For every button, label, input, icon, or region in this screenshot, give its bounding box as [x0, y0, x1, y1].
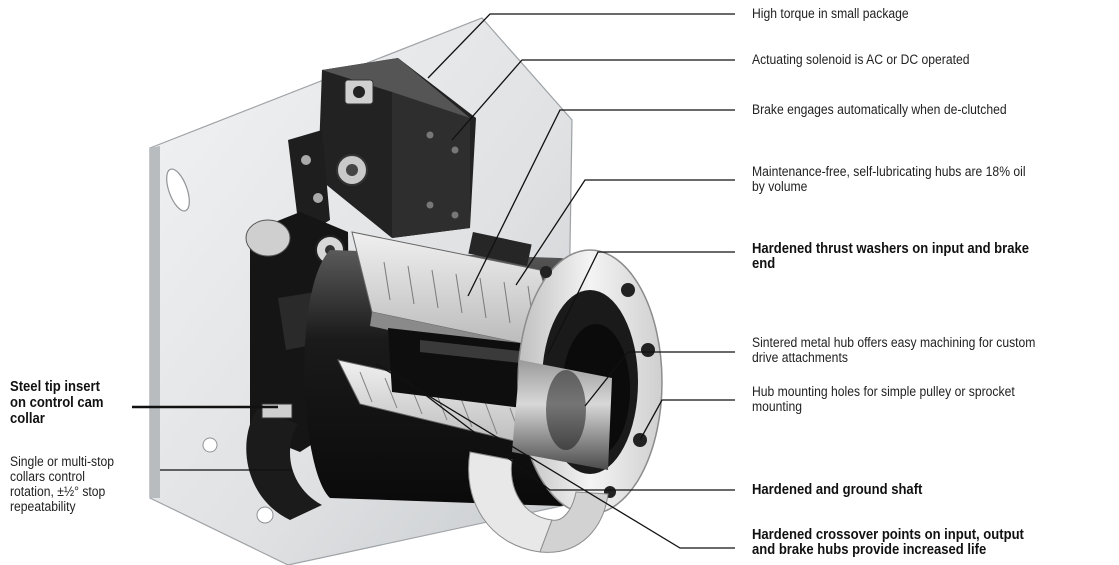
solenoid-block	[318, 58, 476, 238]
callout-sintered-line1: Sintered metal hub offers easy machining…	[752, 335, 1036, 350]
callout-crossover-line2: and brake hubs provide increased life	[752, 542, 987, 558]
leader-brake-engages	[467, 109, 735, 297]
callout-solenoid: Actuating solenoid is AC or DC operated	[752, 52, 970, 67]
callout-hubs-line1: Maintenance-free, self-lubricating hubs …	[752, 164, 1026, 179]
callout-collars-line4: repeatability	[10, 499, 76, 514]
callout-steel-tip-line1: Steel tip insert	[10, 379, 100, 395]
callout-shaft: Hardened and ground shaft	[752, 482, 923, 498]
callout-high-torque: High torque in small package	[752, 6, 909, 21]
callout-collars-line3: rotation, ±½° stop	[10, 484, 106, 499]
leader-shaft	[389, 367, 735, 491]
callout-mounting-line2: mounting	[752, 399, 802, 414]
callout-collars-line2: collars control	[10, 469, 85, 484]
callout-hubs-line2: by volume	[752, 179, 808, 194]
leader-sintered	[584, 351, 735, 407]
leader-high-torque	[427, 13, 735, 79]
callout-thrust-line1: Hardened thrust washers on input and bra…	[752, 241, 1030, 257]
bottom-half-ring	[468, 451, 609, 553]
callout-crossover-line1: Hardened crossover points on input, outp…	[752, 527, 1024, 543]
leader-hubs	[515, 179, 735, 286]
callout-mounting-line1: Hub mounting holes for simple pulley or …	[752, 384, 1015, 399]
linkage-arm	[288, 130, 368, 238]
leader-thrust	[547, 251, 735, 355]
callout-brake-engages: Brake engages automatically when de-clut…	[752, 102, 1007, 117]
callout-steel-tip-line2: on control cam	[10, 395, 104, 411]
leader-solenoid	[451, 59, 735, 141]
callout-collars-line1: Single or multi-stop	[10, 454, 115, 469]
callout-steel-tip-line3: collar	[10, 411, 45, 427]
drive-shaft	[512, 360, 612, 470]
leader-lines	[132, 13, 735, 549]
callout-sintered-line2: drive attachments	[752, 350, 848, 365]
leader-crossover	[375, 363, 735, 549]
callout-thrust-line2: end	[752, 256, 776, 272]
leader-mounting	[639, 399, 735, 441]
